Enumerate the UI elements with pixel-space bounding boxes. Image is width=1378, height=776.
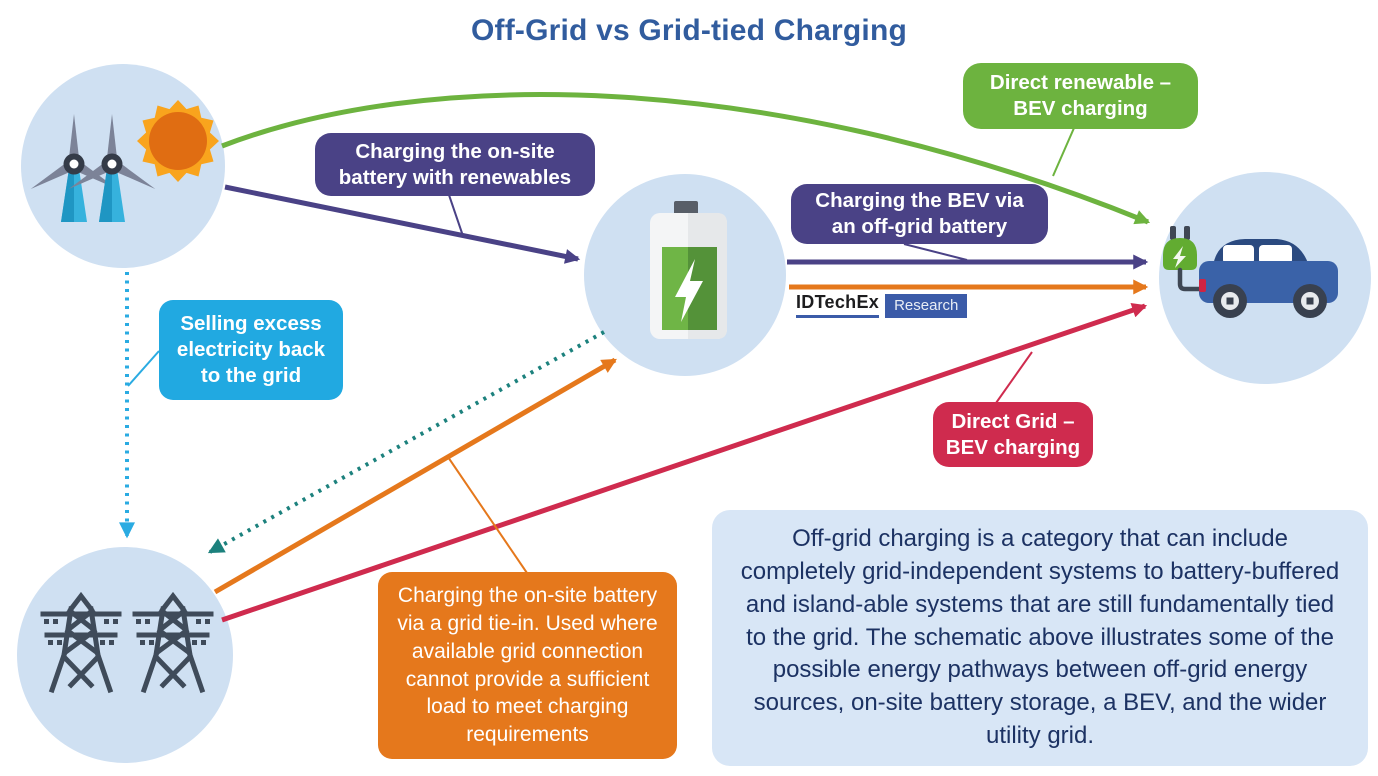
idtechex-brand-text: IDTechEx bbox=[796, 292, 880, 318]
page-title: Off-Grid vs Grid-tied Charging bbox=[470, 14, 907, 47]
ev-car-plug-icon bbox=[1163, 226, 1338, 318]
node-grid bbox=[17, 547, 233, 763]
sun-icon bbox=[137, 100, 219, 182]
node-battery bbox=[584, 174, 786, 376]
connector-onsite-battery-label bbox=[448, 194, 464, 237]
info-box: Off-grid charging is a category that can… bbox=[712, 510, 1368, 766]
label-charge-battery-renewables: Charging the on-site battery with renewa… bbox=[315, 133, 595, 196]
connector-direct-grid-label bbox=[995, 351, 1033, 404]
arrow-renewables-to-battery bbox=[224, 184, 581, 264]
charging-plug-icon bbox=[1163, 226, 1204, 292]
label-direct-grid: Direct Grid – BEV charging bbox=[933, 402, 1093, 467]
label-grid-tie-in: Charging the on-site battery via a grid … bbox=[378, 572, 677, 759]
connector-grid-tie-in-label bbox=[447, 456, 528, 574]
wind-turbines-sun-icon bbox=[30, 100, 219, 222]
node-renewables bbox=[21, 64, 225, 268]
node-bev bbox=[1159, 172, 1371, 384]
info-box-text: Off-grid charging is a category that can… bbox=[740, 524, 1340, 750]
transmission-towers-icon bbox=[40, 591, 214, 694]
connector-bev-offgrid-label bbox=[903, 243, 968, 261]
connector-selling-excess-label bbox=[127, 350, 160, 387]
wind-turbine-icon bbox=[68, 114, 156, 222]
battery-icon bbox=[650, 201, 727, 339]
label-direct-renewable: Direct renewable – BEV charging bbox=[963, 63, 1198, 129]
idtechex-research-badge: Research bbox=[885, 294, 968, 318]
idtechex-logo: IDTechEx Research bbox=[796, 292, 968, 318]
label-selling-excess: Selling excess electricity back to the g… bbox=[159, 300, 343, 400]
pylon-icon bbox=[132, 591, 214, 694]
grid-tie-in-rest-text: Used where available grid connection can… bbox=[405, 611, 658, 747]
lightning-bolt-icon bbox=[675, 259, 703, 322]
car-icon bbox=[1199, 239, 1338, 318]
pylon-icon bbox=[40, 591, 122, 694]
label-charge-bev-offgrid: Charging the BEV via an off-grid battery bbox=[791, 184, 1048, 244]
connector-direct-renewable-label bbox=[1052, 127, 1075, 177]
